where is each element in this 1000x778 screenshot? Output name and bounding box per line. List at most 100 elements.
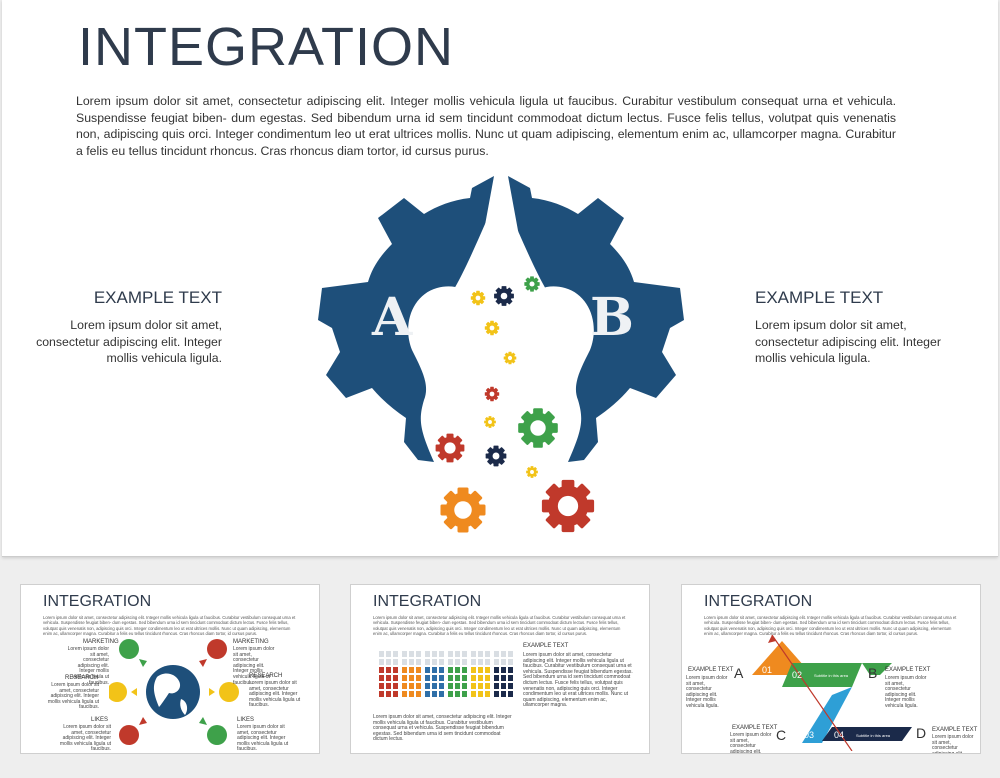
gear-navy-icon-1 — [494, 286, 514, 306]
slide-title: INTEGRATION — [78, 17, 455, 77]
grid-cell — [409, 667, 414, 673]
grid-cell — [501, 659, 506, 665]
thumbnail-slide-2[interactable]: INTEGRATION Lorem ipsum dolor sit amet, … — [350, 584, 650, 754]
gear-keyhole-illustration: A B — [318, 176, 684, 533]
grid-cell — [416, 651, 421, 657]
grid-cell — [416, 675, 421, 681]
grid-cell — [425, 651, 430, 657]
grid-cell — [409, 675, 414, 681]
grid-cell — [494, 667, 499, 673]
thumb-2-example-heading: EXAMPLE TEXT — [523, 643, 569, 649]
grid-cell — [439, 691, 444, 697]
grid-cell — [379, 659, 384, 665]
letter-a-label: A — [371, 287, 413, 348]
grid-cell — [501, 667, 506, 673]
gear-orange-icon — [440, 487, 486, 533]
grid-cell — [471, 675, 476, 681]
grid-cell — [393, 667, 398, 673]
grid-cell — [471, 659, 476, 665]
step-number-04: 04 — [834, 730, 844, 740]
grid-cell — [485, 691, 490, 697]
grid-cell — [448, 691, 453, 697]
grid-cell — [393, 659, 398, 665]
gear-left-half-icon — [318, 176, 494, 462]
grid-cell — [386, 651, 391, 657]
grid-cell — [501, 683, 506, 689]
grid-cell — [432, 659, 437, 665]
grid-cell — [439, 659, 444, 665]
gear-yellow-icon-3 — [503, 351, 517, 365]
thumb-3-text-b: Lorem ipsum dolor sit amet, consectetur … — [885, 675, 927, 709]
thumb-3-title: INTEGRATION — [704, 593, 813, 610]
grid-cell — [379, 651, 384, 657]
thumb-3-letter-b: B — [868, 665, 878, 681]
thumbnail-slide-1[interactable]: INTEGRATION Lorem ipsum dolor sit amet, … — [20, 584, 320, 754]
step-banner-text-1: Subtitle in this area — [814, 673, 849, 678]
grid-cell — [425, 659, 430, 665]
grid-cell — [432, 675, 437, 681]
grid-cell — [471, 667, 476, 673]
thumb-3-text-a: Lorem ipsum dolor sit amet, consectetur … — [686, 675, 728, 709]
grid-cell — [439, 651, 444, 657]
grid-cell — [432, 651, 437, 657]
grid-cell — [485, 675, 490, 681]
thumb-1-label-research-right: RESEARCH — [249, 673, 283, 679]
grid-cell — [409, 683, 414, 689]
grid-cell — [448, 651, 453, 657]
facebook-icon — [119, 725, 139, 745]
grid-cell — [386, 691, 391, 697]
thumb-3-heading-d: EXAMPLE TEXT — [932, 727, 978, 733]
grid-cell — [386, 659, 391, 665]
grid-cell — [386, 675, 391, 681]
grid-cell — [448, 667, 453, 673]
thumb-1-label-likes-left: LIKES — [91, 717, 109, 723]
grid-cell — [455, 675, 460, 681]
grid-cell — [402, 667, 407, 673]
thumbnail-slide-3[interactable]: INTEGRATION Lorem ipsum dolor sit amet, … — [681, 584, 981, 754]
letter-b-label: B — [590, 287, 634, 348]
grid-cell — [508, 683, 513, 689]
thumb-1-label-marketing-right: MARKETING — [233, 639, 269, 645]
grid-cell — [471, 691, 476, 697]
step-number-01: 01 — [762, 665, 772, 675]
thumbs-up-icon — [207, 725, 227, 745]
big-gear-icon — [318, 176, 684, 462]
colored-bar-grid — [379, 651, 519, 701]
grid-cell — [508, 659, 513, 665]
grid-cell — [448, 659, 453, 665]
thumb-3-letter-c: C — [776, 727, 787, 743]
gear-red-icon-2 — [435, 433, 465, 463]
grid-cell — [386, 667, 391, 673]
grid-cell — [425, 683, 430, 689]
grid-cell — [402, 691, 407, 697]
grid-cell — [478, 691, 483, 697]
example-heading-left: EXAMPLE TEXT — [93, 288, 222, 307]
grid-cell — [402, 683, 407, 689]
grid-cell — [416, 683, 421, 689]
grid-cell — [432, 667, 437, 673]
camera-icon — [119, 639, 139, 659]
grid-cell — [448, 675, 453, 681]
thumb-3-letter-d: D — [916, 725, 927, 741]
grid-cell — [379, 667, 384, 673]
grid-cell — [393, 675, 398, 681]
gear-right-half-icon — [508, 176, 684, 462]
gear-green-icon-1 — [524, 276, 540, 292]
thumb-3-text-d: Lorem ipsum dolor sit amet, consectetur … — [932, 734, 974, 754]
grid-cell — [478, 651, 483, 657]
grid-cell — [462, 667, 467, 673]
thumb-2-example-text: Lorem ipsum dolor sit amet, consectetur … — [523, 652, 633, 709]
grid-cell — [501, 675, 506, 681]
grid-cell — [439, 683, 444, 689]
keyhole-icon — [436, 190, 564, 470]
thumb-1-text-3: Lorem ipsum dolor sit amet, consectetur … — [59, 724, 111, 753]
gear-yellow-icon-2 — [484, 320, 500, 336]
grid-cell — [494, 691, 499, 697]
megaphone-icon — [207, 639, 227, 659]
grid-cell — [393, 683, 398, 689]
grid-cell — [462, 651, 467, 657]
grid-cell — [416, 691, 421, 697]
main-slide: INTEGRATION Lorem ipsum dolor sit amet, … — [2, 0, 998, 557]
thumb-1-text-6: Lorem ipsum dolor sit amet, consectetur … — [237, 724, 289, 753]
example-body-left: Lorem ipsum dolor sit amet, consectetur … — [36, 318, 222, 365]
